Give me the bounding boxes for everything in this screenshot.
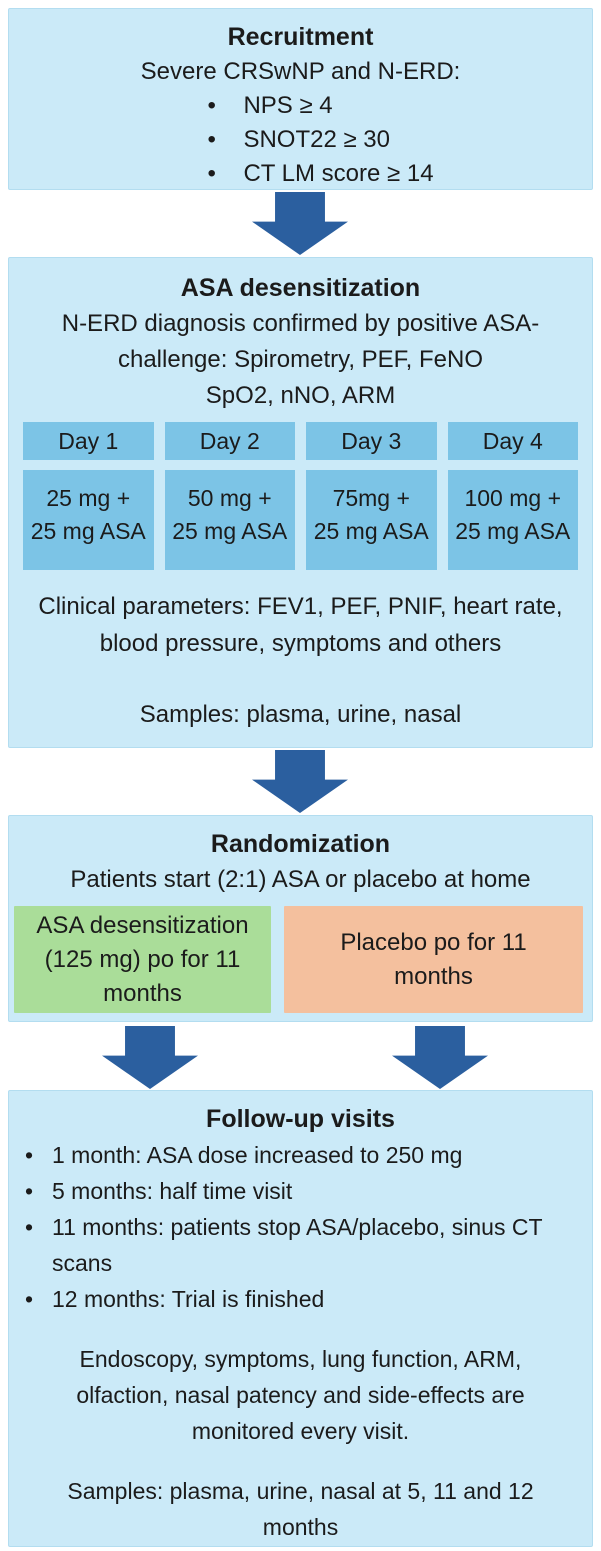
recruitment-criteria-list: • NPS ≥ 4 • SNOT22 ≥ 30 • CT LM score ≥ … bbox=[207, 89, 433, 191]
list-item: • 5 months: half time visit bbox=[25, 1173, 582, 1209]
criterion-nps: NPS ≥ 4 bbox=[243, 92, 333, 119]
list-item: • 1 month: ASA dose increased to 250 mg bbox=[25, 1137, 582, 1173]
bullet-icon: • bbox=[207, 126, 216, 153]
down-arrow-icon bbox=[392, 1026, 488, 1089]
down-arrow-icon bbox=[102, 1026, 198, 1089]
desensitization-description-line: challenge: Spirometry, PEF, FeNO bbox=[117, 346, 484, 373]
dose-line: 50 mg + bbox=[187, 485, 272, 511]
randomization-title: Randomization bbox=[210, 830, 391, 858]
desensitization-description-line: SpO2, nNO, ARM bbox=[205, 382, 396, 409]
monitoring-note-line: olfaction, nasal patency and side-effect… bbox=[76, 1382, 525, 1408]
clinical-parameters: Clinical parameters: FEV1, PEF, PNIF, he… bbox=[9, 588, 592, 733]
list-item: • NPS ≥ 4 bbox=[207, 89, 433, 123]
bullet-icon: • bbox=[25, 1286, 34, 1312]
list-item: • 11 months: patients stop ASA/placebo, … bbox=[25, 1209, 582, 1281]
placebo-arm-box: Placebo po for 11 months bbox=[284, 906, 583, 1013]
list-item: • SNOT22 ≥ 30 bbox=[207, 123, 433, 157]
randomization-subtitle: Patients start (2:1) ASA or placebo at h… bbox=[70, 866, 531, 893]
down-arrow-icon bbox=[252, 750, 348, 813]
bullet-icon: • bbox=[207, 160, 216, 187]
desensitization-title: ASA desensitization bbox=[180, 274, 421, 302]
spacer bbox=[9, 1317, 592, 1341]
desensitization-description-line: N-ERD diagnosis confirmed by positive AS… bbox=[61, 310, 540, 337]
spacer bbox=[9, 1449, 592, 1473]
bullet-icon: • bbox=[25, 1214, 34, 1240]
bullet-icon: • bbox=[25, 1142, 34, 1168]
visit-5-months: 5 months: half time visit bbox=[52, 1178, 293, 1204]
down-arrow-icon bbox=[252, 192, 348, 255]
dose-schedule-table: Day 1 Day 2 Day 3 Day 4 25 mg + 25 mg AS… bbox=[23, 422, 578, 570]
clinical-parameters-line: blood pressure, symptoms and others bbox=[99, 630, 502, 657]
clinical-parameters-line: Clinical parameters: FEV1, PEF, PNIF, he… bbox=[38, 593, 563, 620]
recruitment-box: Recruitment Severe CRSwNP and N-ERD: • N… bbox=[8, 8, 593, 190]
dose-line: 25 mg ASA bbox=[455, 518, 571, 544]
randomization-box: Randomization Patients start (2:1) ASA o… bbox=[8, 815, 593, 1022]
monitoring-note-line: monitored every visit. bbox=[191, 1418, 410, 1444]
samples-note-line: Samples: plasma, urine, nasal at 5, 11 a… bbox=[67, 1478, 534, 1504]
list-item: • 12 months: Trial is finished bbox=[25, 1281, 582, 1317]
criterion-ct-lm: CT LM score ≥ 14 bbox=[243, 160, 434, 187]
dose-cell: 100 mg + 25 mg ASA bbox=[447, 470, 578, 570]
dose-cell: 25 mg + 25 mg ASA bbox=[23, 470, 154, 570]
dose-line: 25 mg ASA bbox=[313, 518, 429, 544]
follow-up-title: Follow-up visits bbox=[206, 1105, 395, 1133]
asa-desensitization-box: ASA desensitization N-ERD diagnosis conf… bbox=[8, 257, 593, 748]
dose-cell: 75mg + 25 mg ASA bbox=[306, 470, 437, 570]
criterion-snot22: SNOT22 ≥ 30 bbox=[243, 126, 391, 153]
recruitment-subtitle: Severe CRSwNP and N-ERD: bbox=[140, 58, 461, 85]
bullet-icon: • bbox=[25, 1178, 34, 1204]
spacer bbox=[9, 662, 592, 696]
visit-11-months: 11 months: patients stop ASA/placebo, si… bbox=[52, 1214, 543, 1276]
dose-line: 75mg + bbox=[332, 485, 410, 511]
samples-note: Samples: plasma, urine, nasal bbox=[139, 701, 462, 728]
visit-1-month: 1 month: ASA dose increased to 250 mg bbox=[52, 1142, 463, 1168]
day-header-cell: Day 4 bbox=[447, 422, 578, 460]
monitoring-note-line: Endoscopy, symptoms, lung function, ARM, bbox=[79, 1346, 522, 1372]
dose-cell: 50 mg + 25 mg ASA bbox=[164, 470, 295, 570]
day-header-cell: Day 3 bbox=[306, 422, 437, 460]
bullet-icon: • bbox=[207, 92, 216, 119]
samples-note-line: months bbox=[262, 1514, 339, 1540]
treatment-arms: ASA desensitization (125 mg) po for 11 m… bbox=[14, 906, 592, 1013]
visit-list: • 1 month: ASA dose increased to 250 mg … bbox=[9, 1137, 592, 1317]
dose-line: 25 mg + bbox=[46, 485, 131, 511]
day-header-cell: Day 2 bbox=[164, 422, 295, 460]
asa-arm-box: ASA desensitization (125 mg) po for 11 m… bbox=[14, 906, 271, 1013]
dose-line: 25 mg ASA bbox=[30, 518, 146, 544]
day-header-cell: Day 1 bbox=[23, 422, 154, 460]
list-item: • CT LM score ≥ 14 bbox=[207, 157, 433, 191]
dose-line: 100 mg + bbox=[464, 485, 562, 511]
dose-line: 25 mg ASA bbox=[172, 518, 288, 544]
visit-12-months: 12 months: Trial is finished bbox=[52, 1286, 325, 1312]
follow-up-box: Follow-up visits • 1 month: ASA dose inc… bbox=[8, 1090, 593, 1547]
recruitment-title: Recruitment bbox=[227, 23, 374, 51]
